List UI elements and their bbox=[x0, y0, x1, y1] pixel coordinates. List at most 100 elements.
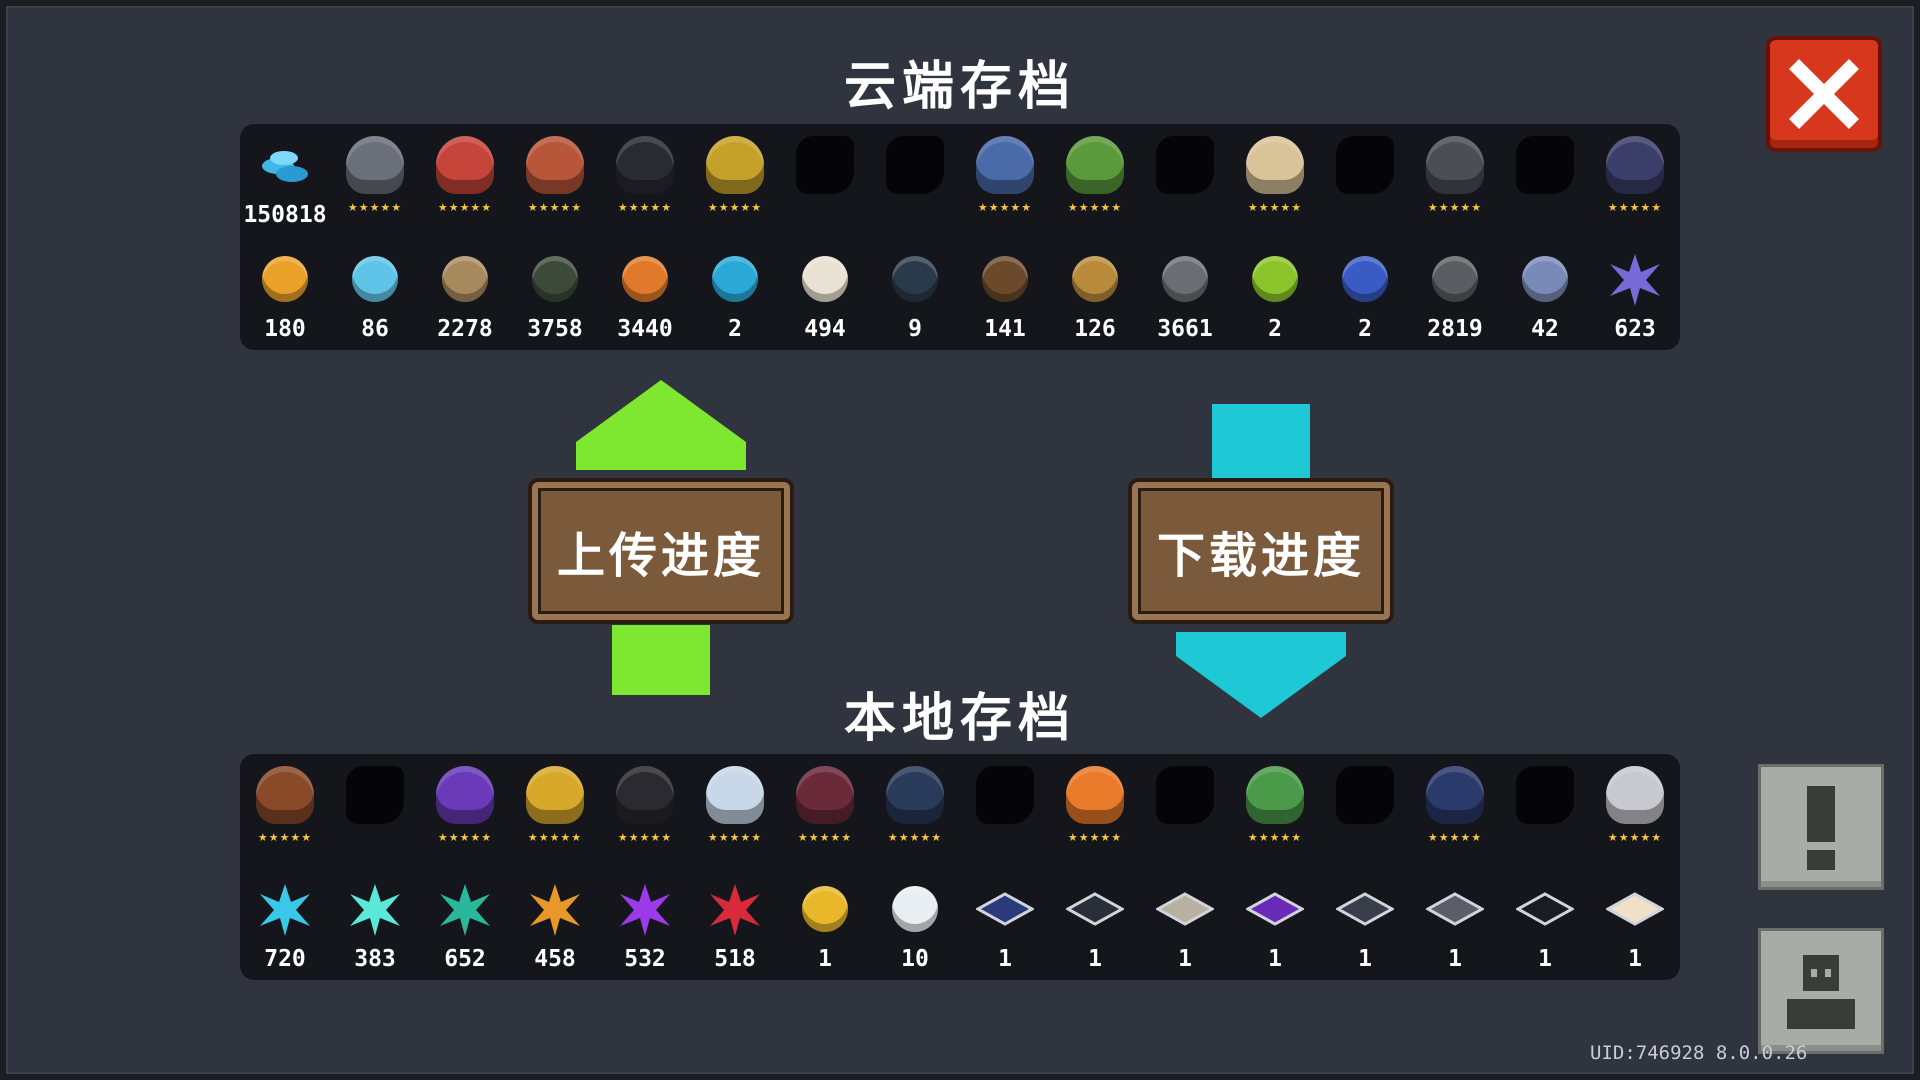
material-count: 2278 bbox=[437, 316, 493, 342]
treasure-chest-icon bbox=[802, 886, 848, 932]
material-slot: 1 bbox=[1590, 874, 1680, 984]
material-slot: 180 bbox=[240, 244, 330, 354]
locked-icon bbox=[1516, 766, 1574, 824]
gem-count: 150818 bbox=[243, 202, 327, 228]
locked-icon bbox=[1336, 136, 1394, 194]
material-slot: 494 bbox=[780, 244, 870, 354]
tile-dark-icon bbox=[1064, 880, 1126, 938]
locked-character-slot bbox=[870, 130, 960, 240]
crystal-star-icon bbox=[1606, 250, 1664, 308]
material-count: 1 bbox=[1538, 946, 1552, 972]
material-count: 1 bbox=[1088, 946, 1102, 972]
close-icon bbox=[1789, 59, 1859, 129]
character-stars: ★★★★★ bbox=[1067, 201, 1123, 214]
material-count: 518 bbox=[714, 946, 756, 972]
material-slot: 458 bbox=[510, 874, 600, 984]
material-count: 1 bbox=[1448, 946, 1462, 972]
locked-icon bbox=[1156, 136, 1214, 194]
character-slot: ★★★★★ bbox=[870, 760, 960, 870]
material-count: 1 bbox=[1268, 946, 1282, 972]
character-stars: ★★★★★ bbox=[1067, 831, 1123, 844]
gear-icon bbox=[1162, 256, 1208, 302]
material-count: 1 bbox=[818, 946, 832, 972]
local-character-row: ★★★★★ ★★★★★ ★★★★★ ★★★★★ ★★★★★ ★★★★★ ★★★★★ ★★★★★… bbox=[240, 760, 1680, 870]
character-slot: ★★★★★ bbox=[960, 130, 1050, 240]
character-stars: ★★★★★ bbox=[707, 201, 763, 214]
robot-icon bbox=[1426, 136, 1484, 194]
elf-icon bbox=[1066, 136, 1124, 194]
character-stars: ★★★★★ bbox=[1427, 831, 1483, 844]
notice-button[interactable] bbox=[1758, 764, 1884, 890]
character-stars: ★★★★★ bbox=[257, 831, 313, 844]
cloud-save-title: 云端存档 bbox=[843, 57, 1076, 117]
ore-icon bbox=[622, 256, 668, 302]
gold-coin-icon bbox=[262, 256, 308, 302]
material-slot: 2 bbox=[1230, 244, 1320, 354]
character-slot: 150818 bbox=[240, 130, 330, 240]
material-count: 3440 bbox=[617, 316, 673, 342]
character-stars: ★★★★★ bbox=[527, 831, 583, 844]
download-progress-button[interactable]: 下载进度 bbox=[1128, 478, 1394, 624]
material-count: 2 bbox=[1268, 316, 1282, 342]
dark-hero-icon bbox=[886, 766, 944, 824]
cloud-save-panel: 150818★★★★★★★★★★★★★★★★★★★★★★★★★★★★★★★★★★… bbox=[240, 124, 1680, 350]
character-slot: ★★★★★ bbox=[690, 760, 780, 870]
character-slot: ★★★★★ bbox=[1410, 760, 1500, 870]
berserker-icon bbox=[256, 766, 314, 824]
crystal-teal-icon bbox=[436, 880, 494, 938]
material-slot: 2 bbox=[1320, 244, 1410, 354]
material-slot: 86 bbox=[330, 244, 420, 354]
gems-icon bbox=[256, 136, 314, 194]
necromancer-icon bbox=[1606, 136, 1664, 194]
material-count: 3661 bbox=[1157, 316, 1213, 342]
material-count: 532 bbox=[624, 946, 666, 972]
character-stars: ★★★★★ bbox=[797, 831, 853, 844]
material-count: 652 bbox=[444, 946, 486, 972]
user-icon bbox=[1787, 955, 1855, 1029]
character-slot: ★★★★★ bbox=[510, 760, 600, 870]
cyan-gear-icon bbox=[712, 256, 758, 302]
dark-knight-icon bbox=[796, 766, 854, 824]
king-knight-icon bbox=[1606, 766, 1664, 824]
upload-progress-button[interactable]: 上传进度 bbox=[528, 478, 794, 624]
cloth-icon bbox=[1522, 256, 1568, 302]
character-slot: ★★★★★ bbox=[420, 760, 510, 870]
material-slot: 3758 bbox=[510, 244, 600, 354]
material-count: 2 bbox=[728, 316, 742, 342]
tile-slate-icon bbox=[1334, 880, 1396, 938]
plague-doctor-icon bbox=[616, 766, 674, 824]
close-button[interactable] bbox=[1766, 36, 1882, 152]
material-count: 141 bbox=[984, 316, 1026, 342]
locked-character-slot bbox=[1500, 760, 1590, 870]
material-slot: 2 bbox=[690, 244, 780, 354]
character-stars: ★★★★★ bbox=[437, 831, 493, 844]
locked-icon bbox=[1156, 766, 1214, 824]
crystal-violet-icon bbox=[616, 880, 674, 938]
green-leaf-icon bbox=[1252, 256, 1298, 302]
character-stars: ★★★★★ bbox=[527, 201, 583, 214]
material-count: 2819 bbox=[1427, 316, 1483, 342]
account-button[interactable] bbox=[1758, 928, 1884, 1054]
download-arrow-icon bbox=[1176, 404, 1346, 718]
material-slot: 3440 bbox=[600, 244, 690, 354]
fish-badge-icon bbox=[892, 256, 938, 302]
material-slot: 2278 bbox=[420, 244, 510, 354]
material-slot: 518 bbox=[690, 874, 780, 984]
frog-hood-icon bbox=[1246, 766, 1304, 824]
character-slot: ★★★★★ bbox=[1050, 760, 1140, 870]
priest-icon bbox=[1246, 136, 1304, 194]
character-slot: ★★★★★ bbox=[510, 130, 600, 240]
material-slot: 3661 bbox=[1140, 244, 1230, 354]
character-stars: ★★★★★ bbox=[707, 831, 763, 844]
material-slot: 42 bbox=[1500, 244, 1590, 354]
swordswoman-icon bbox=[1426, 766, 1484, 824]
locked-character-slot bbox=[330, 760, 420, 870]
character-slot: ★★★★★ bbox=[240, 760, 330, 870]
upload-arrow-icon bbox=[576, 380, 746, 695]
character-slot: ★★★★★ bbox=[600, 760, 690, 870]
material-slot: 532 bbox=[600, 874, 690, 984]
character-stars: ★★★★★ bbox=[617, 201, 673, 214]
material-count: 494 bbox=[804, 316, 846, 342]
